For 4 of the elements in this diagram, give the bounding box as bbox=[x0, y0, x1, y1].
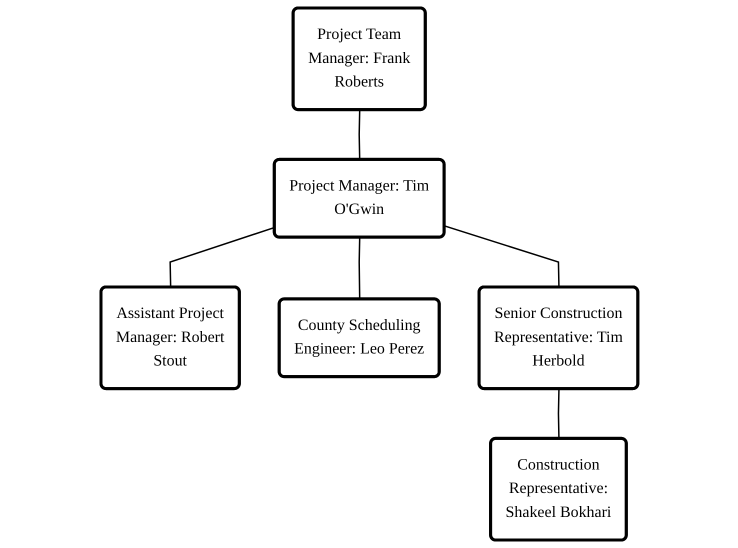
connector bbox=[557, 389, 560, 439]
connector bbox=[444, 225, 560, 288]
connector bbox=[358, 238, 360, 300]
connector bbox=[358, 110, 360, 160]
